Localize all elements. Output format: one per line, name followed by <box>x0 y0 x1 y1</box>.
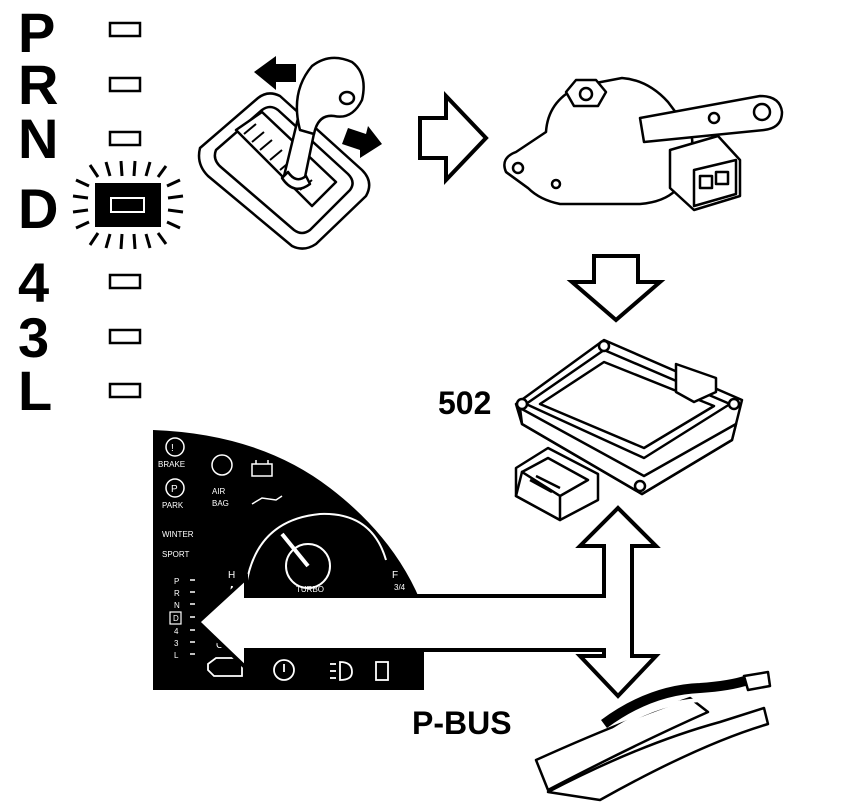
cable-twisted-pair-highlight <box>612 690 755 732</box>
switch-bolt-front <box>550 178 562 190</box>
flow-arrow-right-icon <box>418 91 489 185</box>
indicator-lamp-d-lit <box>72 160 184 250</box>
airbag-icon <box>211 454 233 476</box>
indicator-lamp-n <box>108 130 142 147</box>
check-engine-icon <box>207 657 243 677</box>
arrow-pull-icon <box>342 126 382 158</box>
winter-mode-label: WINTER <box>162 530 194 539</box>
indicator-lamp-p <box>108 21 142 38</box>
sport-mode-label: SPORT <box>162 550 190 559</box>
indicator-lamp-4 <box>108 273 142 290</box>
gear-letter-4: 4 <box>18 251 49 314</box>
gear-letter-r: R <box>18 53 58 116</box>
cable-sheath <box>534 696 710 792</box>
connector-pin-row <box>529 478 553 494</box>
gear-letter-p: P <box>18 1 55 64</box>
fuel-icon <box>375 661 389 681</box>
cluster-gear-n: N <box>174 601 180 610</box>
airbag-label-2: BAG <box>212 499 229 508</box>
airbag-label-1: AIR <box>212 487 226 496</box>
switch-shaft <box>578 86 594 102</box>
gauge-needle <box>280 532 310 568</box>
module-connector-front <box>514 470 562 522</box>
svg-text:!: ! <box>171 443 174 454</box>
module-screw <box>515 397 529 411</box>
indicator-lamp-3 <box>108 328 142 345</box>
module-screw <box>597 339 611 353</box>
p-bus-cable <box>534 670 772 802</box>
lever-button <box>338 90 356 106</box>
bus-data-flow-arrows <box>195 505 661 699</box>
gauge-hub <box>285 543 331 589</box>
module-screw <box>727 397 741 411</box>
battery-icon <box>251 463 273 477</box>
cable-twisted-pair <box>601 675 750 729</box>
range-selector-switch <box>503 76 784 212</box>
temp-high-label: H <box>228 570 235 581</box>
temp-low-label: C <box>216 640 223 651</box>
connector-pin-row <box>535 474 561 490</box>
gear-letter-d: D <box>18 177 58 240</box>
cluster-gear-l: L <box>174 651 179 660</box>
switch-lever-bolt <box>707 111 721 125</box>
headlight-icon <box>339 661 353 681</box>
bottom-telltales <box>207 657 389 681</box>
module-screw <box>633 479 647 493</box>
brake-warning-icon <box>165 437 185 457</box>
cluster-gear-r: R <box>174 589 180 598</box>
indicator-lamp-r <box>108 76 142 93</box>
gauge-center-label: TURBO <box>296 585 324 594</box>
cluster-gear-column: P R N D 4 3 L <box>169 577 195 660</box>
turbo-gauge <box>245 512 387 589</box>
cluster-gear-d: D <box>173 614 179 623</box>
transmission-control-module <box>514 338 744 522</box>
brake-label: BRAKE <box>158 460 185 469</box>
cable-lower-sheath <box>546 706 770 802</box>
cluster-gear-d-highlight <box>169 611 182 625</box>
warning-lamps: ! P <box>165 437 283 505</box>
bus-label: P-BUS <box>412 705 512 741</box>
gear-letter-l: L <box>18 359 52 422</box>
indicator-lamp-l <box>108 382 142 399</box>
module-lid-inner <box>538 360 716 450</box>
flow-arrow-down-icon <box>566 254 666 323</box>
gear-selector-lever <box>197 56 371 250</box>
cluster-gear-p: P <box>174 577 179 586</box>
oil-pressure-icon <box>251 495 283 505</box>
switch-connector-pin <box>714 170 730 186</box>
gear-indicator-column: P R N D 4 3 L <box>18 1 184 422</box>
svg-text:P: P <box>171 484 178 495</box>
tpms-icon <box>273 659 295 681</box>
switch-flange <box>505 170 691 206</box>
module-rear-connector <box>674 362 718 404</box>
switch-bolt-left <box>511 161 525 175</box>
gauge-scale-arc <box>245 512 387 587</box>
lever-boot <box>280 170 312 191</box>
park-label: PARK <box>162 501 184 510</box>
cluster-gear-3: 3 <box>174 639 179 648</box>
cluster-gear-4: 4 <box>174 627 179 636</box>
module-label: 502 <box>438 385 491 421</box>
parking-brake-icon <box>165 478 185 498</box>
gear-letter-3: 3 <box>18 306 49 369</box>
lever-knob <box>295 56 365 136</box>
fuel-fraction-label: 3/4 <box>394 583 406 592</box>
arrow-push-icon <box>254 56 296 90</box>
switch-lever-pivot <box>752 102 772 122</box>
switch-connector-pin <box>698 174 714 190</box>
fuel-full-label: F <box>392 570 398 581</box>
gear-letter-n: N <box>18 107 58 170</box>
cable-wire-ends <box>742 670 772 692</box>
glow-rays <box>72 160 184 250</box>
